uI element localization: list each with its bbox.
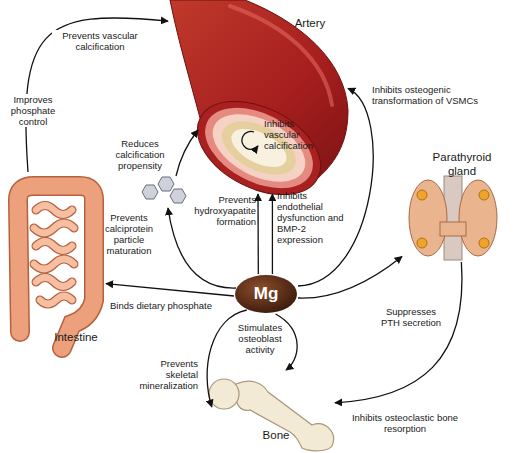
organ-node: Intestine	[2, 172, 106, 352]
organ-node: Artery	[168, 2, 348, 194]
node-label: Mg	[234, 284, 298, 304]
cycle-arrow	[242, 131, 258, 149]
node-label: Artery	[280, 16, 340, 30]
edge-label: Stimulates osteoblast activity	[230, 322, 290, 355]
edge-label: Suppresses PTH secretion	[378, 306, 444, 328]
artery-illustration	[170, 0, 348, 214]
edge-label: Prevents vascular calcification	[52, 30, 148, 52]
edge-label: Inhibits endothelial dysfunction and BMP…	[277, 190, 351, 245]
effect-arrow	[272, 194, 273, 274]
annotation-label: Prevents calciprotein particle maturatio…	[98, 212, 160, 256]
calciprotein-crystals	[142, 177, 186, 203]
bone-illustration	[209, 379, 334, 451]
parathyroid-illustration	[409, 176, 497, 260]
edge-label: Binds dietary phosphate	[110, 300, 232, 311]
node-label: Intestine	[46, 330, 106, 344]
intestine-illustration	[18, 186, 94, 348]
effect-arrow	[298, 88, 373, 286]
node-label: Parathyroid gland	[420, 150, 504, 178]
element-ellipse: Mg	[234, 274, 298, 314]
ellipse-fill	[235, 275, 297, 313]
edge-label: Prevents skeletal mineralization	[134, 358, 198, 391]
edge-label: Inhibits osteoclastic bone resorption	[350, 412, 460, 434]
leader-arrow	[176, 130, 198, 176]
annotation-label: Reduces calcification propensity	[108, 138, 172, 171]
edge-label: Prevents hydroxyapatite formation	[194, 194, 256, 227]
edge-label: Inhibits osteogenic transformation of VS…	[372, 84, 512, 106]
node-label: Bone	[251, 428, 301, 442]
effect-arrow	[298, 256, 402, 298]
organ-node: Bone	[195, 370, 335, 452]
effect-arrow	[335, 262, 462, 403]
effect-arrow	[257, 194, 259, 274]
organ-node: Parathyroid gland	[402, 150, 510, 262]
annotation-label: Inhibits vascular calcification	[264, 118, 322, 151]
effect-arrow	[106, 284, 234, 296]
annotation-label: Improves phosphate control	[2, 94, 64, 127]
